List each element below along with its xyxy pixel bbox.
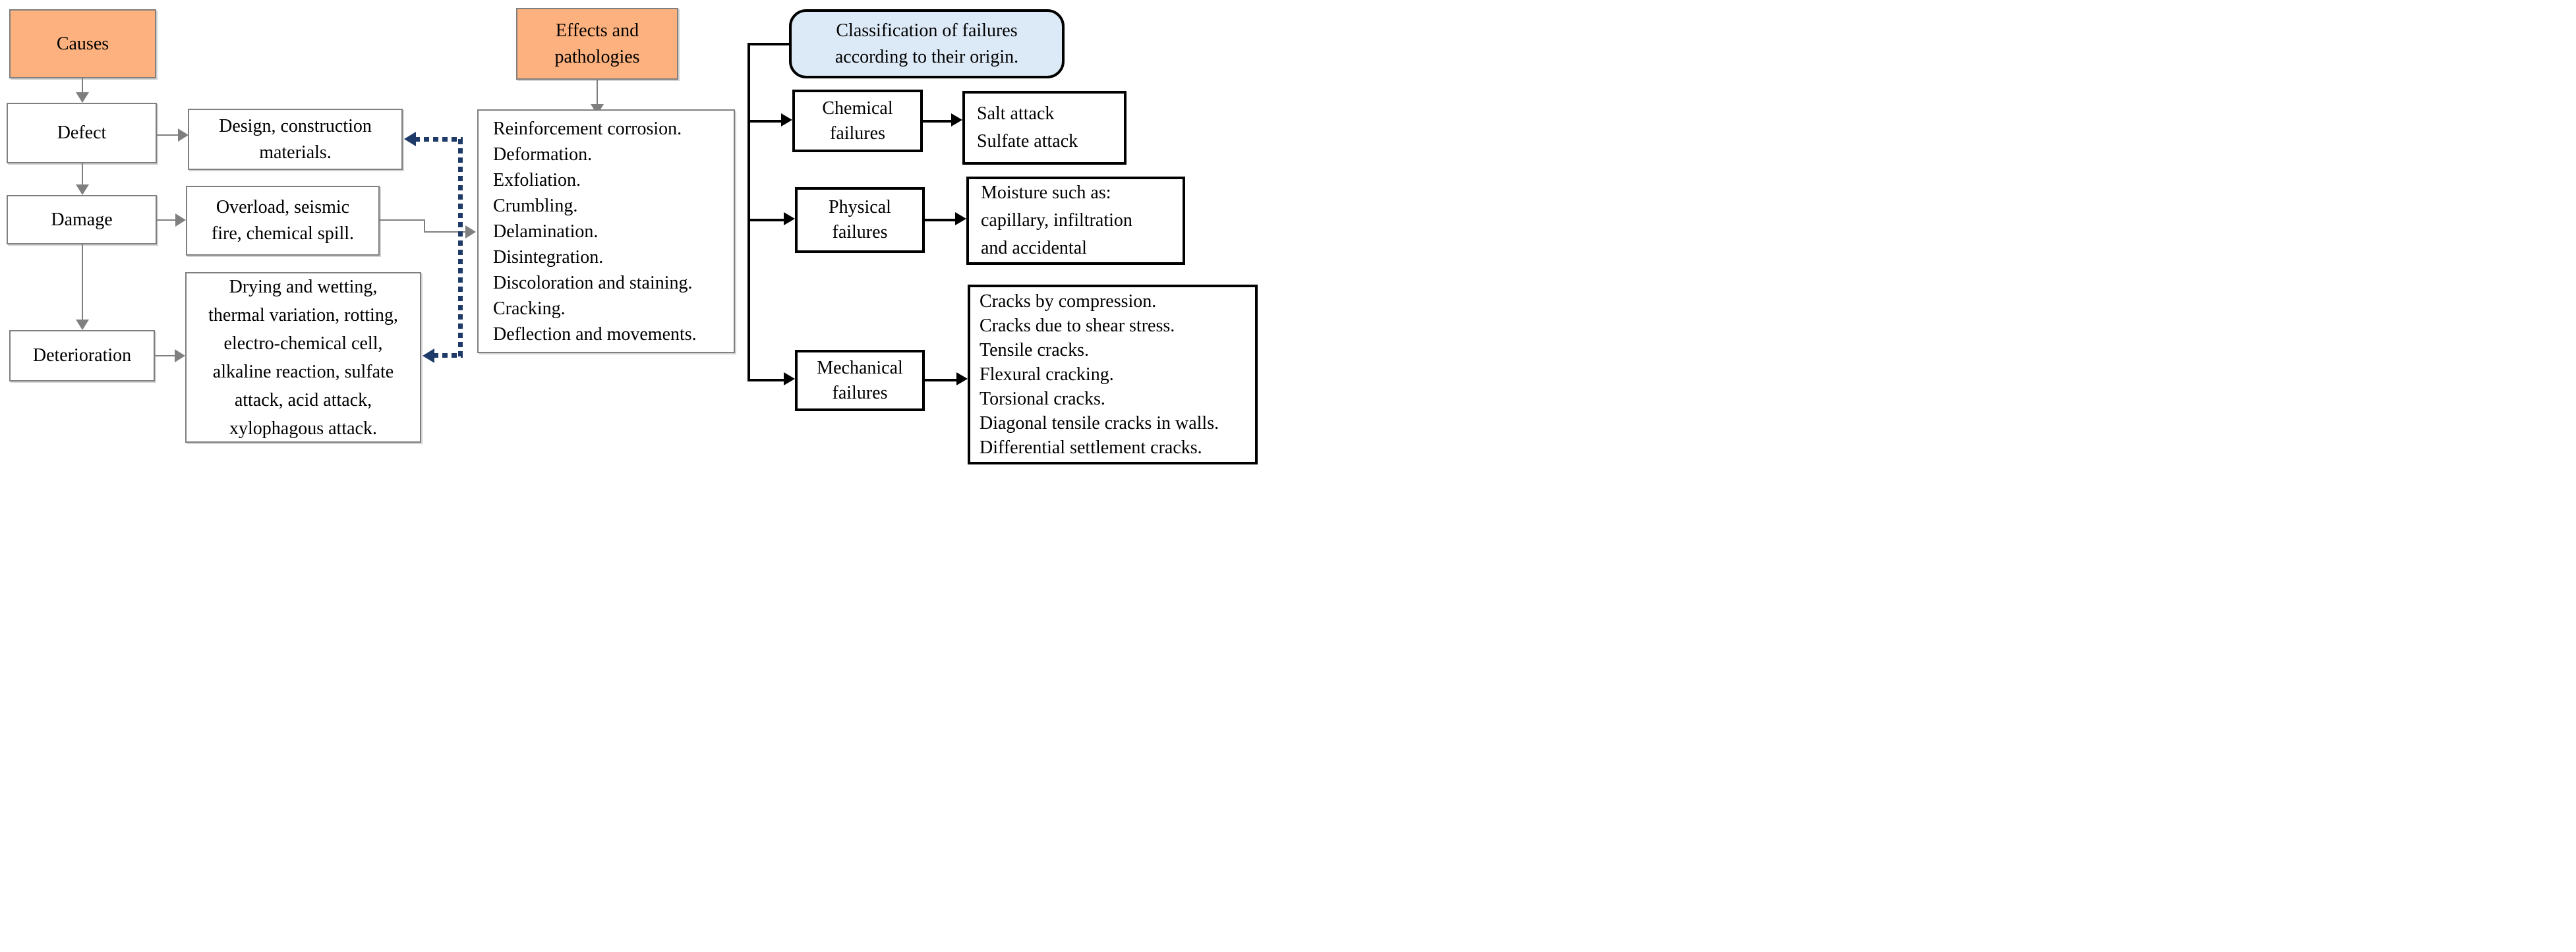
effects-pathologies-box: Effects and pathologies (516, 8, 678, 80)
failure-classification-diagram: Causes Defect Damage Deterioration Desig… (0, 0, 1288, 476)
dotted-feedback-vertical (458, 139, 463, 356)
arrow-damage-overload-line (157, 219, 177, 221)
causes-box: Causes (9, 9, 156, 78)
classification-spine (747, 43, 750, 381)
arrow-causes-defect-line (82, 78, 83, 94)
arrow-mechanical-cracks-line (925, 379, 957, 381)
physical-failures-box: Physical failures (795, 187, 925, 253)
connector-overload-list-h1 (380, 219, 425, 221)
arrow-causes-defect-head-icon (76, 92, 89, 103)
arrow-defect-design-head-icon (178, 128, 189, 142)
arrow-damage-deterioration-head-icon (76, 320, 89, 330)
arrow-effects-list-line (597, 80, 598, 106)
connector-overload-list-v (424, 219, 425, 233)
arrow-spine-mechanical-line (747, 379, 784, 381)
connector-overload-list-h2 (424, 231, 467, 233)
pathology-list-box: Reinforcement corrosion. Deformation. Ex… (477, 109, 735, 353)
arrow-defect-damage-line (82, 163, 83, 186)
classification-title-box: Classification of failures according to … (789, 9, 1065, 78)
arrow-spine-physical-line (747, 219, 784, 221)
overload-box: Overload, seismic fire, chemical spill. (186, 186, 380, 256)
arrow-defect-design-line (157, 134, 179, 136)
dotted-arrow-design-head-icon (404, 132, 416, 146)
arrow-chemical-salt-line (923, 120, 953, 123)
mechanical-cracks-box: Cracks by compression. Cracks due to she… (968, 285, 1258, 464)
mechanical-failures-box: Mechanical failures (795, 350, 925, 411)
arrow-physical-moisture-head-icon (955, 212, 966, 225)
drying-wetting-box: Drying and wetting, thermal variation, r… (185, 272, 421, 443)
deterioration-box: Deterioration (9, 330, 155, 381)
dotted-feedback-top (415, 137, 463, 142)
arrow-deterioration-drying-head-icon (175, 349, 185, 362)
arrow-chemical-salt-head-icon (951, 113, 962, 126)
arrow-spine-chemical-line (747, 120, 783, 123)
salt-attack-box: Salt attack Sulfate attack (962, 91, 1127, 165)
connector-overload-list-head-icon (465, 225, 476, 238)
arrow-spine-mechanical-head-icon (784, 372, 795, 385)
arrow-spine-chemical-head-icon (781, 113, 792, 126)
spine-to-title-line (747, 43, 789, 45)
arrow-damage-deterioration-line (82, 244, 83, 321)
arrow-spine-physical-head-icon (784, 212, 795, 225)
moisture-box: Moisture such as: capillary, infiltratio… (966, 177, 1185, 265)
dotted-arrow-drying-head-icon (423, 349, 434, 363)
damage-box: Damage (7, 195, 157, 244)
design-materials-box: Design, construction materials. (188, 109, 403, 170)
arrow-defect-damage-head-icon (76, 184, 89, 195)
defect-box: Defect (7, 103, 157, 163)
arrow-deterioration-drying-line (155, 355, 176, 356)
chemical-failures-box: Chemical failures (792, 90, 923, 152)
arrow-mechanical-cracks-head-icon (956, 372, 968, 385)
arrow-physical-moisture-line (925, 219, 956, 221)
arrow-damage-overload-head-icon (175, 213, 186, 227)
dotted-feedback-bottom (433, 353, 463, 358)
